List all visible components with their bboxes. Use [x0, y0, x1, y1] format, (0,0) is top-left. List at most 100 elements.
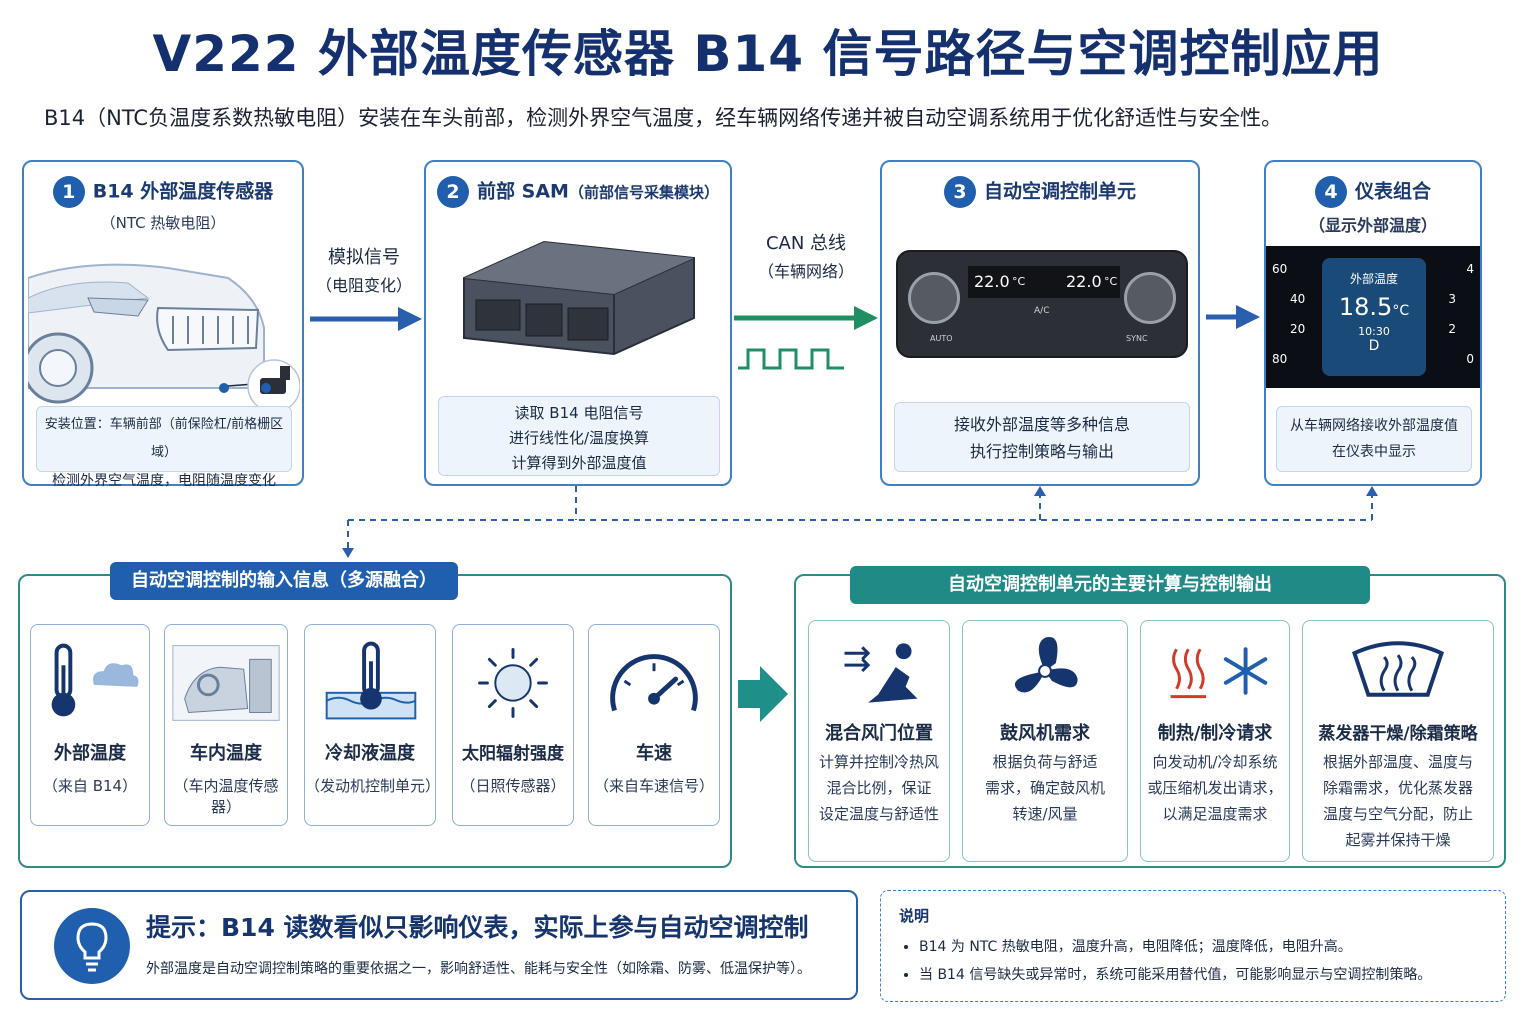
- step3-title: 自动空调控制单元: [983, 180, 1136, 203]
- output-desc: 根据负荷与舒适 需求，确定鼓风机 转速/风量: [969, 749, 1121, 827]
- center-screen: 外部温度 18.5°C 10:30 D: [1322, 258, 1426, 376]
- right-scale-tick: 2: [1448, 322, 1456, 336]
- outside-temp-label: 外部温度: [1349, 272, 1398, 286]
- step4-note: 从车辆网络接收外部温度值 在仪表中显示: [1276, 406, 1472, 472]
- output-desc-line: 根据负荷与舒适: [992, 753, 1098, 771]
- left-scale-tick: 20: [1290, 322, 1306, 336]
- output-desc-line: 计算并控制冷热风: [818, 753, 939, 771]
- coolant-thermometer-icon: [325, 641, 417, 720]
- output-card-evaporator-defrost: 蒸发器干燥/除霜策略 根据外部温度、温度与 除霜需求，优化蒸发器 温度与空气分配…: [1302, 620, 1494, 862]
- step2-note-line3: 计算得到外部温度值: [511, 454, 647, 472]
- output-card-blend-door: 混合风门位置 计算并控制冷热风 混合比例，保证 设定温度与舒适性: [808, 620, 950, 862]
- step1-subtitle: （NTC 热敏电阻）: [100, 214, 226, 232]
- arrow1-label: 模拟信号 （电阻变化）: [306, 244, 422, 300]
- outside-temp-reading: 18.5°C: [1322, 293, 1426, 321]
- step3-note-line1: 接收外部温度等多种信息: [953, 415, 1130, 434]
- heat-snowflake-icon: [1170, 647, 1268, 699]
- output-desc-line: 温度与空气分配，防止: [1322, 805, 1473, 823]
- output-desc-line: 向发动机/冷却系统: [1152, 753, 1278, 771]
- output-title: 制热/制冷请求: [1157, 723, 1273, 744]
- tip-title: 提示：B14 读数看似只影响仪表，实际上参与自动空调控制: [146, 913, 809, 942]
- sun-icon: [478, 648, 548, 718]
- step1-note-location: 安装位置：车辆前部（前保险杠/前格栅区域）: [44, 417, 284, 460]
- left-temp: 22.0: [974, 272, 1010, 291]
- right-temp: 22.0: [1066, 272, 1102, 291]
- step4-note-line2: 在仪表中显示: [1332, 444, 1416, 460]
- left-temp-unit: °C: [1012, 275, 1026, 288]
- input-title: 外部温度: [54, 743, 126, 764]
- input-source: （来自车速信号）: [593, 777, 714, 795]
- explanation-item: B14 为 NTC 热敏电阻，温度升高，电阻降低；温度降低，电阻升高。: [919, 933, 1431, 961]
- output-desc-line: 混合比例，保证: [826, 779, 932, 797]
- output-desc-line: 根据外部温度、温度与: [1322, 753, 1473, 771]
- step1-number: 1: [52, 176, 85, 208]
- output-desc: 根据外部温度、温度与 除霜需求，优化蒸发器 温度与空气分配，防止 起雾并保持干燥: [1309, 749, 1487, 853]
- arrow1: [310, 307, 422, 331]
- input-card-coolant-temp: 冷却液温度 （发动机控制单元）: [304, 624, 440, 826]
- step2-heading: 2 前部 SAM（前部信号采集模块）: [426, 176, 730, 208]
- left-temp-knob: [908, 272, 960, 324]
- input-source: （日照传感器）: [460, 777, 566, 795]
- output-desc-line: 除霜需求，优化蒸发器: [1322, 779, 1473, 797]
- input-source: （来自 B14）: [42, 777, 138, 795]
- arrow1-line2: （电阻变化）: [315, 276, 412, 295]
- tip-text: 外部温度是自动空调控制策略的重要依据之一，影响舒适性、能耗与安全性（如除霜、防雾…: [146, 961, 811, 977]
- left-gauge-scale: 60 40 20 80: [1272, 254, 1305, 374]
- step2-title: 前部 SAM: [477, 180, 569, 203]
- input-title: 车速: [636, 743, 672, 764]
- right-scale-tick: 0: [1466, 352, 1474, 366]
- step3-note: 接收外部温度等多种信息 执行控制策略与输出: [894, 402, 1190, 472]
- explanation-item: 当 B14 信号缺失或异常时，系统可能采用替代值，可能影响显示与空调控制策略。: [919, 961, 1431, 989]
- output-desc-line: 转速/风量: [1012, 805, 1078, 823]
- auto-button[interactable]: AUTO: [930, 334, 953, 343]
- fan-icon: [1014, 636, 1078, 693]
- climate-control-panel: 22.0°C 22.0°C A/C AUTO SYNC: [896, 250, 1188, 358]
- arrow2-can-bus: [734, 306, 878, 370]
- output-desc-line: 需求，确定鼓风机: [984, 779, 1105, 797]
- explanation-list: B14 为 NTC 热敏电阻，温度升高，电阻降低；温度降低，电阻升高。 当 B1…: [919, 933, 1431, 989]
- step2-note-line1: 读取 B14 电阻信号: [514, 404, 644, 422]
- step2-number: 2: [437, 176, 470, 208]
- gear-indicator: D: [1368, 338, 1380, 354]
- step2-note-line2: 进行线性化/温度换算: [508, 429, 650, 447]
- arrow2-label: CAN 总线 （车辆网络）: [736, 230, 876, 286]
- arrow1-line1: 模拟信号: [328, 247, 400, 268]
- clock: 10:30: [1358, 325, 1390, 338]
- page-subtitle: B14（NTC负温度系数热敏电阻）安装在车头前部，检测外界空气温度，经车辆网络传…: [44, 106, 1283, 130]
- step1-title: B14 外部温度传感器: [92, 180, 274, 203]
- step4-subtitle: （显示外部温度）: [1308, 216, 1437, 235]
- right-temp-unit: °C: [1104, 275, 1118, 288]
- arrow3: [1206, 305, 1260, 329]
- dashed-connectors: [342, 486, 1378, 558]
- step4-note-line1: 从车辆网络接收外部温度值: [1290, 418, 1458, 434]
- ac-button[interactable]: A/C: [1034, 306, 1050, 316]
- input-card-solar: 太阳辐射强度 （日照传感器）: [452, 624, 574, 826]
- sync-button[interactable]: SYNC: [1126, 334, 1148, 343]
- input-title: 太阳辐射强度: [462, 744, 564, 764]
- ac-button-row: A/C: [968, 306, 1120, 324]
- step1-note: 安装位置：车辆前部（前保险杠/前格栅区域） 检测外界空气温度，电阻随温度变化: [36, 406, 292, 489]
- step2-box: 2 前部 SAM（前部信号采集模块） 读取 B14 电阻信号 进行线性化/温度换算…: [424, 160, 732, 486]
- input-title: 车内温度: [190, 743, 262, 764]
- output-title: 鼓风机需求: [1000, 723, 1090, 744]
- instrument-cluster: 外部温度 18.5°C 10:30 D 60 40 20 80 4 3 2 0: [1266, 246, 1480, 388]
- right-temp-knob: [1124, 272, 1176, 324]
- outside-temp-unit: °C: [1392, 303, 1410, 319]
- climate-display: 22.0°C 22.0°C: [968, 266, 1120, 298]
- page-title: V222 外部温度传感器 B14 信号路径与空调控制应用: [152, 25, 1384, 83]
- step2-title-small: （前部信号采集模块）: [568, 183, 719, 202]
- step3-number: 3: [943, 176, 976, 208]
- car-front-icon: [28, 263, 300, 408]
- output-title: 蒸发器干燥/除霜策略: [1318, 724, 1478, 744]
- output-desc-line: 或压缩机发出请求，: [1147, 779, 1283, 797]
- input-card-speed: 车速 （来自车速信号）: [588, 624, 720, 826]
- step3-heading: 3 自动空调控制单元: [882, 176, 1198, 208]
- windshield-defrost-icon: [1352, 641, 1444, 697]
- left-scale-tick: 60: [1272, 262, 1288, 276]
- explanation-heading: 说明: [899, 907, 930, 925]
- output-desc-line: 以满足温度需求: [1162, 805, 1268, 823]
- inputs-panel: 自动空调控制的输入信息（多源融合） 外部温度 （来自 B14） 车内温度 （车内…: [18, 562, 732, 868]
